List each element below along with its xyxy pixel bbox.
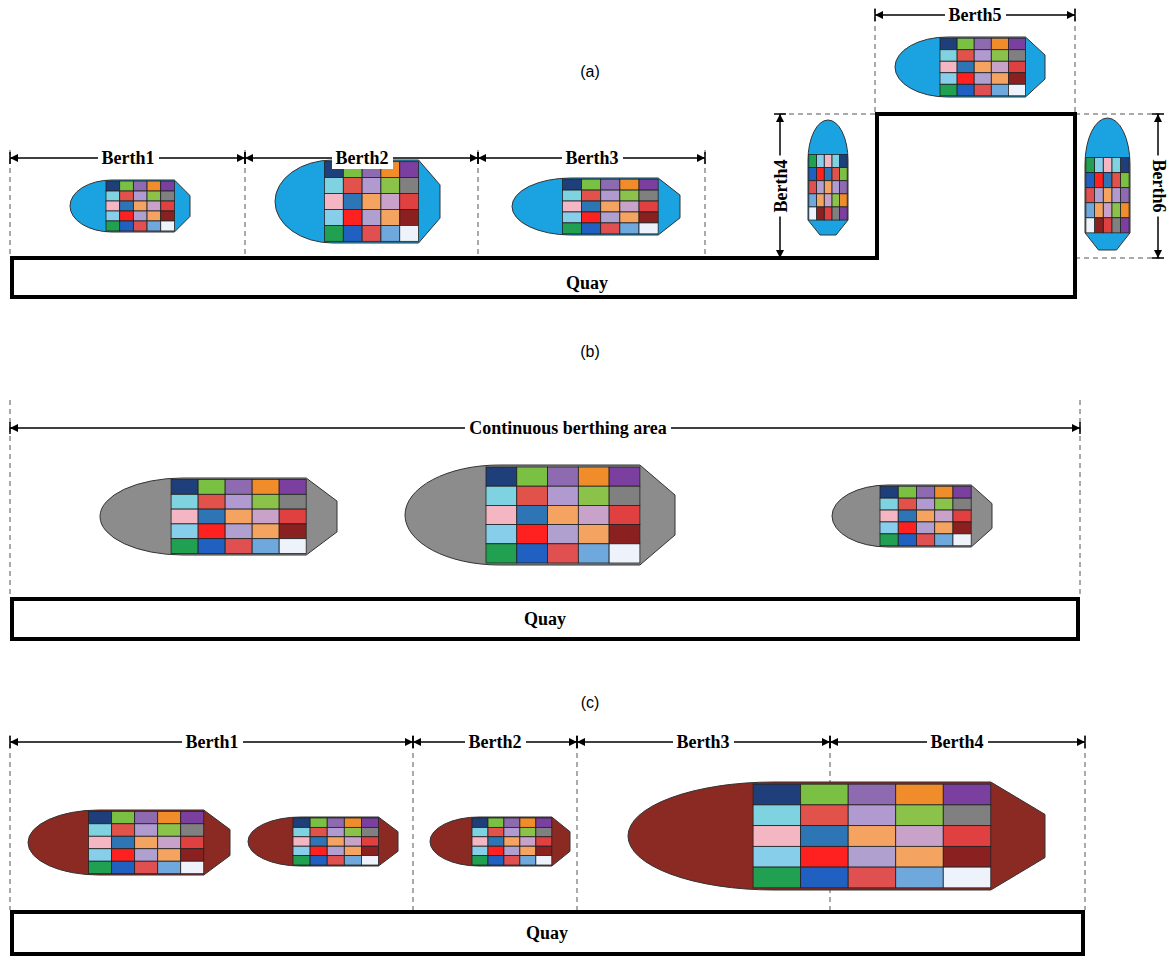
- container-ship: [808, 120, 848, 235]
- berth-boundary: [1080, 400, 1081, 597]
- berth-boundary: [577, 735, 578, 910]
- berth-boundary: [413, 735, 414, 910]
- berth-boundary: [10, 400, 11, 597]
- berth-boundary: [478, 150, 479, 258]
- berth-boundary: [10, 735, 11, 910]
- berth-boundary: [1075, 258, 1160, 259]
- container-ship: [430, 817, 570, 866]
- quay-label: Quay: [566, 272, 608, 294]
- container-ship: [248, 817, 398, 866]
- panel-label: (a): [576, 61, 604, 83]
- container-ship: [405, 465, 675, 565]
- quay: Quay: [10, 910, 1085, 956]
- panel-label: (b): [576, 341, 604, 363]
- berth-boundary: [10, 150, 11, 258]
- berth-boundary: [1075, 114, 1160, 115]
- container-ship: [100, 478, 337, 555]
- container-ship: [28, 810, 230, 875]
- quay-label: Quay: [526, 922, 568, 944]
- container-ship: [895, 37, 1045, 97]
- quay: Quay: [10, 112, 1077, 299]
- quay: Quay: [10, 597, 1080, 641]
- berth-label: Berth5: [945, 4, 1006, 26]
- quay-label: Quay: [524, 608, 566, 630]
- quay-outline: [10, 112, 1077, 299]
- container-ship: [628, 782, 1045, 890]
- container-ship: [832, 485, 992, 547]
- berth-label: Berth2: [465, 731, 526, 753]
- berth-boundary: [780, 114, 875, 115]
- berth-label: Continuous berthing area: [465, 417, 671, 439]
- panel-label: (c): [577, 692, 604, 714]
- container-ship: [275, 160, 440, 243]
- berth-label: Berth2: [332, 147, 393, 169]
- berth-boundary: [245, 150, 246, 258]
- berth-label: Berth1: [182, 731, 243, 753]
- container-ship: [70, 180, 190, 232]
- berth-label: Berth3: [562, 147, 623, 169]
- berth-boundary: [1075, 8, 1076, 114]
- berth-label: Berth3: [673, 731, 734, 753]
- berth-label: Berth4: [769, 156, 791, 217]
- berth-boundary: [1085, 735, 1086, 910]
- berth-boundary: [875, 8, 876, 114]
- container-ship: [512, 178, 680, 235]
- berth-label: Berth6: [1147, 156, 1169, 217]
- berth-boundary: [705, 150, 706, 258]
- berth-label: Berth4: [927, 731, 988, 753]
- container-ship: [1085, 118, 1130, 250]
- berth-label: Berth1: [98, 147, 159, 169]
